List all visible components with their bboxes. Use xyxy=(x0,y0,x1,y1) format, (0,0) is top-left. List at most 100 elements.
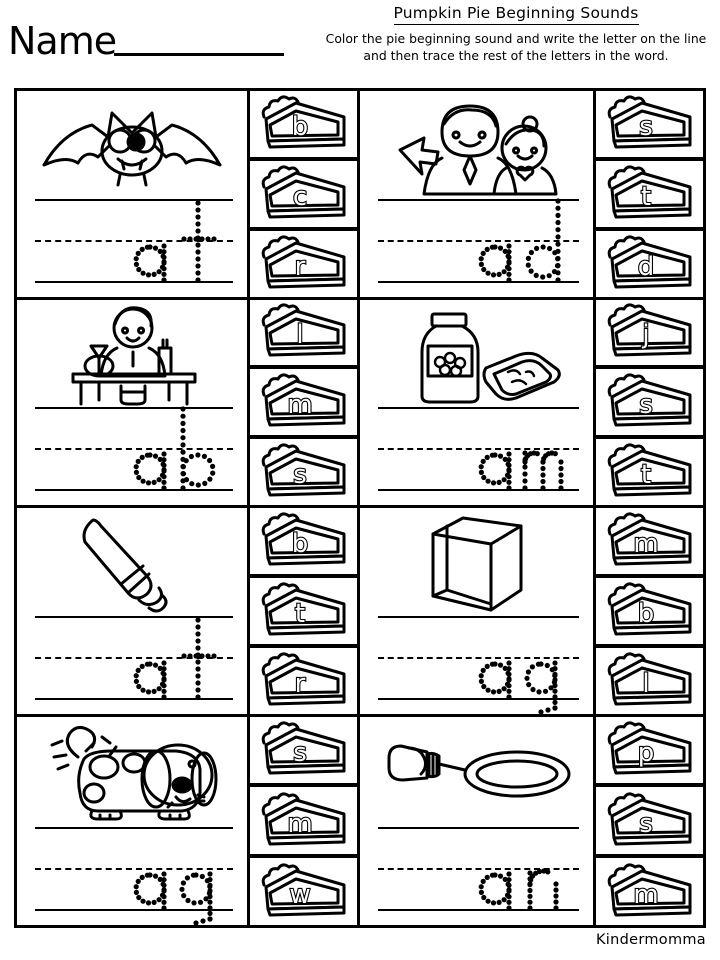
pie-choice-m[interactable]: m xyxy=(250,369,357,440)
traced-letter-m[interactable] xyxy=(521,407,567,491)
worksheet-header: Name Pumpkin Pie Beginning Sounds Color … xyxy=(0,0,720,88)
traced-word[interactable] xyxy=(130,199,222,283)
traced-word[interactable] xyxy=(130,827,222,925)
picture-and-lines-pane xyxy=(360,300,593,506)
pie-slice-shape: p xyxy=(607,721,691,775)
pie-choice-b[interactable]: b xyxy=(596,577,703,648)
pie-choice-p[interactable]: p xyxy=(596,716,703,788)
picture-and-lines-pane xyxy=(360,508,593,714)
pie-choice-s[interactable]: s xyxy=(596,91,703,161)
line-baseline xyxy=(378,280,579,283)
traced-letter-t[interactable] xyxy=(176,199,222,283)
pie-slice-shape: l xyxy=(261,303,345,357)
pie-slice-shape: c xyxy=(261,165,345,219)
pie-choice-j[interactable]: j xyxy=(596,299,703,370)
pie-slice-shape: s xyxy=(261,721,345,775)
pie-choices: j s t xyxy=(593,299,703,505)
pie-choice-r[interactable]: r xyxy=(250,647,357,714)
handwriting-lines[interactable] xyxy=(35,827,233,925)
pie-choice-s[interactable]: s xyxy=(596,369,703,440)
pie-choice-m[interactable]: m xyxy=(596,858,703,925)
traced-letter-b[interactable] xyxy=(176,406,222,491)
svg-text:l: l xyxy=(642,669,649,699)
traced-letter-a[interactable] xyxy=(475,827,521,911)
pie-slice-shape: t xyxy=(607,443,691,497)
traced-letter-a[interactable] xyxy=(475,407,521,491)
line-top xyxy=(378,615,579,618)
svg-text:b: b xyxy=(637,599,654,629)
traced-letter-g[interactable] xyxy=(176,827,222,925)
name-write-line[interactable] xyxy=(114,53,285,56)
traced-word[interactable] xyxy=(475,407,567,491)
svg-text:m: m xyxy=(633,880,658,910)
line-top xyxy=(35,198,233,201)
worksheet-item-7: s m w xyxy=(17,716,360,925)
handwriting-lines[interactable] xyxy=(378,407,579,491)
picture-and-lines-pane xyxy=(360,91,593,297)
traced-letter-a[interactable] xyxy=(130,616,176,700)
handwriting-lines[interactable] xyxy=(378,827,579,911)
pie-choice-d[interactable]: d xyxy=(596,230,703,297)
line-baseline xyxy=(378,909,579,911)
pie-slice-shape: b xyxy=(607,582,691,636)
svg-text:s: s xyxy=(293,738,307,768)
traced-letter-n[interactable] xyxy=(521,827,567,911)
handwriting-lines[interactable] xyxy=(378,197,579,283)
handwriting-lines[interactable] xyxy=(35,615,233,700)
picture-and-lines-pane xyxy=(17,717,247,925)
svg-text:b: b xyxy=(291,112,308,142)
pie-choice-t[interactable]: t xyxy=(596,439,703,505)
pie-choice-l[interactable]: l xyxy=(596,647,703,714)
traced-letter-t[interactable] xyxy=(176,616,222,700)
traced-word[interactable] xyxy=(475,616,567,714)
line-dashed-middle xyxy=(35,656,233,659)
traced-letter-g[interactable] xyxy=(521,616,567,714)
page-title: Pumpkin Pie Beginning Sounds xyxy=(393,4,639,25)
traced-letter-a[interactable] xyxy=(130,827,176,911)
pie-choice-s[interactable]: s xyxy=(250,439,357,505)
worksheet-item-8: p s m xyxy=(360,716,703,925)
svg-text:j: j xyxy=(641,320,649,350)
traced-word[interactable] xyxy=(130,616,222,700)
handwriting-lines[interactable] xyxy=(378,615,579,714)
line-dashed-middle xyxy=(35,868,233,870)
pie-choice-l[interactable]: l xyxy=(250,299,357,370)
pie-choice-m[interactable]: m xyxy=(250,787,357,859)
traced-letter-a[interactable] xyxy=(130,199,176,283)
pie-choice-r[interactable]: r xyxy=(250,230,357,297)
pie-choice-s[interactable]: s xyxy=(596,787,703,859)
line-dashed-middle xyxy=(378,656,579,659)
pie-choice-b[interactable]: b xyxy=(250,508,357,578)
svg-text:r: r xyxy=(294,669,305,699)
svg-text:m: m xyxy=(287,390,312,420)
pie-slice-shape: t xyxy=(607,165,691,219)
traced-letter-a[interactable] xyxy=(475,616,521,700)
pie-choice-c[interactable]: c xyxy=(250,160,357,231)
pie-choice-b[interactable]: b xyxy=(250,91,357,161)
pie-choice-t[interactable]: t xyxy=(250,577,357,648)
pie-choice-t[interactable]: t xyxy=(596,160,703,231)
line-top xyxy=(378,827,579,829)
pie-choice-w[interactable]: w xyxy=(250,858,357,925)
pie-slice-shape: s xyxy=(607,792,691,846)
handwriting-lines[interactable] xyxy=(35,406,233,491)
instructions-text: Color the pie beginning sound and write … xyxy=(325,31,707,63)
traced-word[interactable] xyxy=(475,827,567,911)
wagging-dog-icon xyxy=(17,721,247,825)
traced-letter-a[interactable] xyxy=(475,199,521,283)
line-baseline xyxy=(35,280,233,283)
pie-choice-m[interactable]: m xyxy=(596,508,703,578)
name-field-group: Name xyxy=(8,22,285,60)
pie-slice-shape: b xyxy=(261,95,345,149)
jam-jar-and-toast-icon xyxy=(360,304,593,408)
handwriting-lines[interactable] xyxy=(35,198,233,283)
pie-choice-s[interactable]: s xyxy=(250,716,357,788)
svg-text:t: t xyxy=(640,460,650,490)
worksheet-item-4: j s t xyxy=(360,299,703,508)
svg-text:s: s xyxy=(639,112,653,142)
science-lab-icon xyxy=(17,304,247,408)
traced-letter-a[interactable] xyxy=(130,407,176,491)
traced-letter-d[interactable] xyxy=(521,197,567,283)
traced-word[interactable] xyxy=(130,406,222,491)
traced-word[interactable] xyxy=(475,197,567,283)
